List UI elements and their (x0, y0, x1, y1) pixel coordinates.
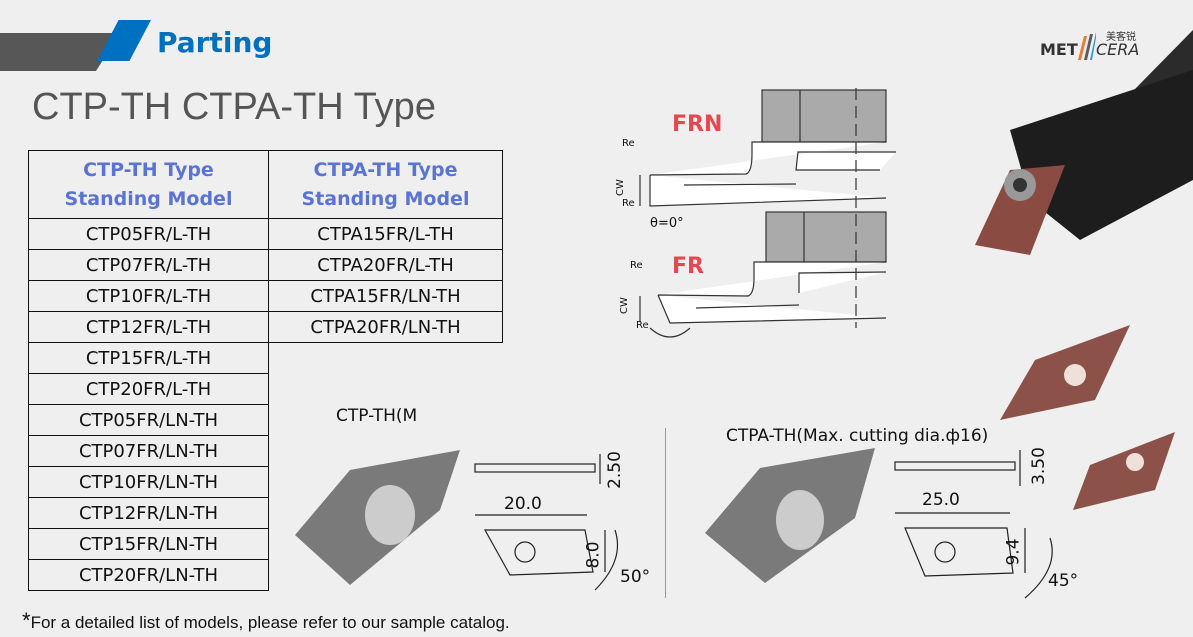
logo-chinese: 美客锐 (1106, 32, 1136, 43)
ctp-height: 8.0 (583, 541, 604, 569)
ctpa-insert-image (1073, 432, 1175, 510)
logo-cera: CERA (1096, 40, 1140, 59)
table-row: CTP05FR/LN-TH (28, 404, 503, 436)
cw-label: CW (618, 297, 630, 314)
ctpa-length: 25.0 (922, 490, 960, 510)
ctp-angle: 50° (620, 567, 651, 587)
logo: MET CERA 美客锐 (1040, 30, 1150, 62)
cell: CTP07FR/LN-TH (28, 435, 269, 467)
ctpa-insert-image-render (705, 448, 875, 583)
cell: CTP15FR/L-TH (28, 342, 269, 374)
ctp-dimension-drawing (474, 454, 619, 591)
re-label: Re (622, 138, 635, 149)
ctpa-caption: CTPA-TH(Max. cutting dia.ф16) (726, 426, 989, 446)
cell: CTP07FR/L-TH (28, 249, 269, 281)
ctpa-angle: 45° (1048, 571, 1079, 591)
table-row: CTP10FR/LN-TH (28, 466, 503, 498)
ctp-insert-render (295, 450, 460, 585)
fr-label: FR (672, 254, 704, 279)
logo-stripes-icon (1078, 32, 1096, 60)
cell: CTP10FR/LN-TH (28, 466, 269, 498)
ctp-insert-image (1000, 325, 1130, 420)
cell: CTP10FR/L-TH (28, 280, 269, 312)
profile-diagram: FRN FR Re Re CW θ=0° Re CW Re (600, 88, 900, 358)
table-row: CTP15FR/L-TH (28, 342, 503, 374)
frn-label: FRN (672, 112, 723, 137)
cell: CTP05FR/L-TH (28, 218, 269, 250)
cell: CTPA15FR/LN-TH (268, 280, 503, 312)
profile-drawing (639, 88, 896, 338)
ctp-caption: CTP-TH(M (336, 406, 418, 426)
cell: CTPA20FR/LN-TH (268, 311, 503, 343)
cw-label: CW (614, 179, 626, 196)
re-label: Re (622, 198, 635, 209)
ctpa-dimension-drawing (894, 450, 1053, 599)
ctpa-thickness: 3.50 (1028, 447, 1049, 485)
ctp-length: 20.0 (504, 494, 542, 514)
cell: CTPA20FR/L-TH (268, 249, 503, 281)
cell: CTP15FR/LN-TH (28, 528, 269, 560)
page-title: CTP-TH CTPA-TH Type (32, 86, 436, 128)
ctp-thickness: 2.50 (604, 451, 625, 489)
re-label: Re (636, 320, 649, 331)
cell: CTP12FR/LN-TH (28, 497, 269, 529)
section-title: Parting (157, 26, 273, 59)
logo-met: MET (1040, 40, 1078, 59)
tool-holder-image (975, 70, 1193, 255)
title-bar-decoration (0, 33, 120, 71)
cell: CTP12FR/L-TH (28, 311, 269, 343)
table-row: CTP15FR/LN-TH (28, 528, 503, 560)
table-row: CTP20FR/L-TH (28, 373, 503, 405)
divider (665, 428, 666, 598)
cell: CTP05FR/LN-TH (28, 404, 269, 436)
table-row: CTP20FR/LN-TH (28, 559, 503, 591)
ctpa-height: 9.4 (1003, 538, 1024, 566)
re-label: Re (630, 260, 643, 271)
cell: CTPA15FR/L-TH (268, 218, 503, 250)
cell: CTP20FR/L-TH (28, 373, 269, 405)
footnote: *For a detailed list of models, please r… (22, 608, 510, 633)
cell: CTP20FR/LN-TH (28, 559, 269, 591)
theta-label: θ=0° (650, 216, 684, 231)
